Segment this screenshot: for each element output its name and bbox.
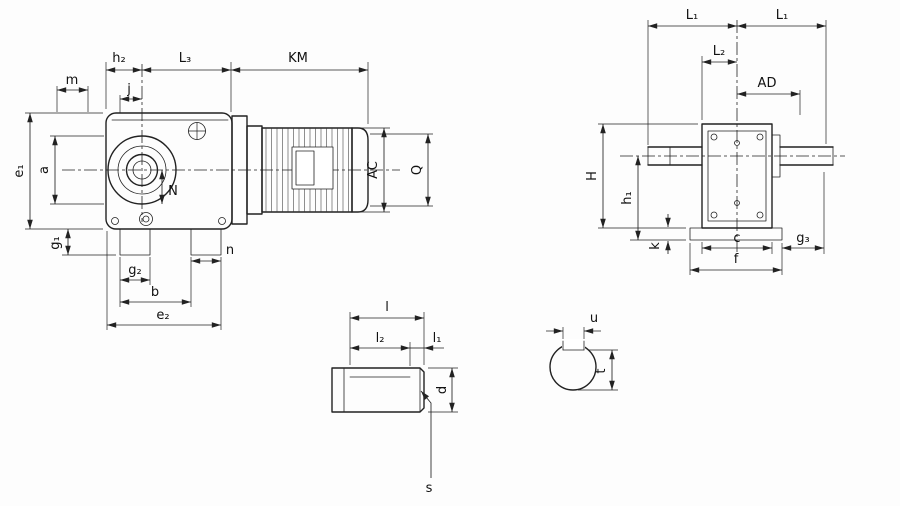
dim-label-s: s [426, 481, 433, 496]
dim-label-u: u [590, 311, 598, 326]
dim-label-g1: g₁ [48, 236, 63, 249]
keyway-slot [562, 340, 585, 351]
dim-e1: e₁ [12, 112, 103, 230]
dim-label-L1-left: L₁ [686, 8, 698, 23]
motor [231, 115, 369, 225]
dim-label-l: l [385, 300, 389, 315]
dim-label-L1-right: L₁ [776, 8, 788, 23]
front-housing [689, 123, 783, 241]
dim-KM: KM [231, 51, 369, 124]
eyebolt-hole [188, 122, 206, 140]
leader-s: s [420, 390, 433, 496]
front-view-centerlines [620, 20, 845, 252]
input-shaft [647, 146, 703, 166]
dim-label-l1: l₁ [433, 331, 442, 346]
dim-t: t [578, 349, 618, 391]
output-shaft-bosses [107, 135, 177, 205]
dim-Q: Q [370, 133, 433, 207]
dim-label-KM: KM [288, 51, 308, 66]
dim-j: j [119, 82, 142, 113]
dim-N: N [159, 170, 178, 204]
dim-label-H: H [585, 171, 600, 181]
dim-label-t: t [594, 368, 609, 373]
housing-bosses [111, 212, 226, 226]
dim-label-f: f [734, 252, 739, 267]
dim-L2: L₂ [701, 44, 737, 120]
dim-g1: g₁ [48, 229, 116, 256]
dim-m: m [56, 73, 89, 112]
shaft-detail-view: l l₂ l₁ d s [331, 300, 458, 496]
dim-g2: g₂ [119, 257, 151, 307]
dim-l1: l₁ [410, 331, 444, 351]
dim-l2: l₂ [350, 331, 411, 366]
shaft-section-view: u t [546, 311, 618, 391]
dim-d: d [428, 367, 458, 413]
gearbox-housing [105, 112, 233, 256]
dim-u: u [546, 311, 601, 339]
dim-label-Q: Q [410, 165, 425, 175]
dim-label-m: m [66, 73, 79, 88]
side-view: m h₂ L₃ KM j e₁ [12, 51, 433, 330]
dim-label-L3: L₃ [179, 51, 191, 66]
dim-label-j: j [126, 82, 131, 97]
dim-a: a [37, 135, 104, 205]
dim-H: H [585, 123, 698, 229]
dim-n: n [191, 243, 234, 264]
dim-label-e2: e₂ [156, 308, 169, 323]
dim-label-k: k [648, 242, 663, 250]
dim-label-g3: g₃ [796, 231, 809, 246]
dim-b: b [120, 257, 192, 307]
dim-c: c [701, 231, 773, 254]
dim-label-AC: AC [366, 161, 381, 179]
dim-label-AD: AD [758, 76, 777, 91]
output-shaft-front [771, 134, 834, 178]
dim-L3: L₃ [142, 51, 232, 112]
dim-l: l [349, 300, 425, 365]
dim-L1-right: L₁ [737, 8, 827, 144]
dim-label-L2: L₂ [713, 44, 725, 59]
dim-AD: AD [737, 76, 801, 115]
dim-k: k [648, 214, 671, 254]
dim-e2: e₂ [106, 231, 222, 330]
mounting-feet [119, 228, 222, 256]
dim-AC: AC [354, 127, 390, 213]
shaft-body [331, 367, 425, 413]
dim-label-n: n [226, 243, 234, 258]
dim-label-b: b [151, 285, 159, 300]
terminal-box [291, 146, 334, 190]
dim-label-N: N [168, 184, 178, 199]
dim-label-l2: l₂ [376, 331, 385, 346]
dim-g3: g₃ [782, 172, 825, 254]
dim-label-h1: h₁ [620, 191, 635, 204]
dim-label-a: a [37, 166, 52, 174]
foot-plate [689, 227, 783, 241]
dim-label-c: c [733, 231, 740, 246]
dim-label-e1: e₁ [12, 164, 27, 177]
dim-label-g2: g₂ [128, 263, 141, 278]
dim-label-d: d [435, 386, 450, 394]
dim-h2: h₂ [105, 51, 142, 109]
front-view: L₁ L₁ L₂ AD H h₁ [585, 8, 845, 275]
dim-label-h2: h₂ [112, 51, 125, 66]
dim-h1: h₁ [620, 156, 686, 241]
section-circle [549, 339, 597, 391]
